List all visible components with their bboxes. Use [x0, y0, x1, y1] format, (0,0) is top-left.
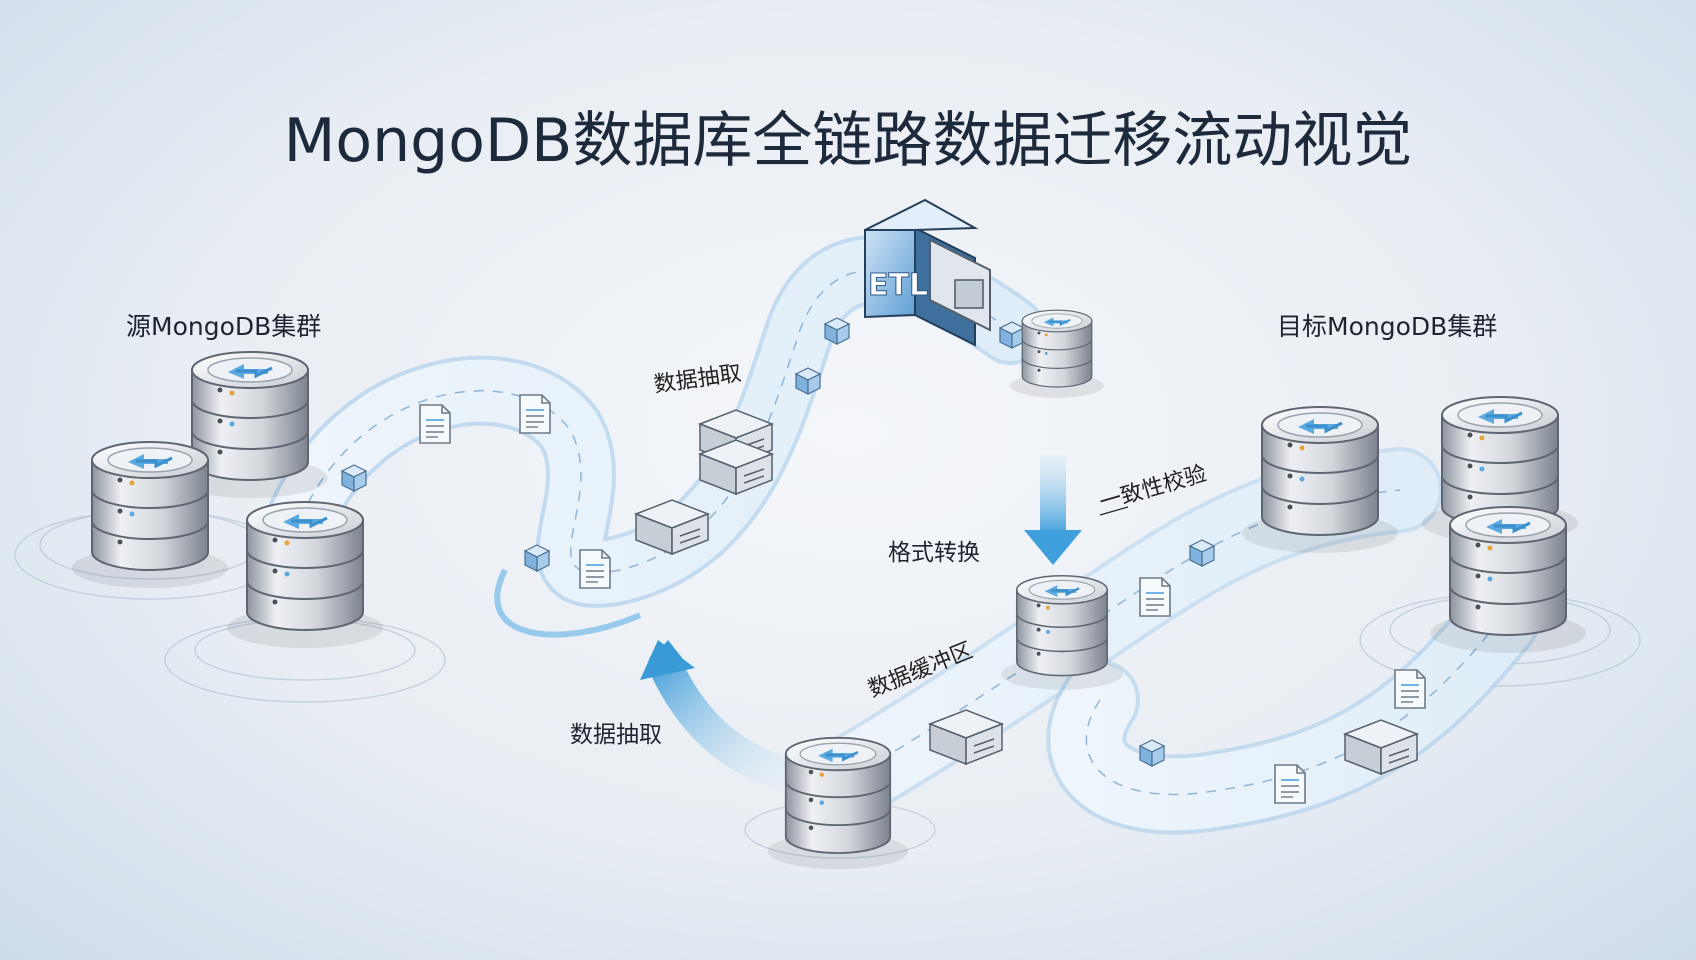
etl-label: ETL — [868, 268, 928, 303]
format-db — [999, 574, 1125, 691]
document-icon — [1139, 577, 1171, 617]
etl-server-icon: ETL — [864, 198, 991, 347]
cube-icon — [795, 367, 821, 395]
flow-band-loop — [1046, 580, 1540, 835]
database-icon — [70, 440, 230, 590]
database-icon — [1009, 309, 1105, 399]
database-icon — [1240, 405, 1400, 555]
document-icon — [419, 404, 451, 444]
curved-arrow-icon — [640, 640, 807, 792]
document-icon — [1394, 669, 1426, 709]
source-cluster-label: 源MongoDB集群 — [126, 312, 322, 341]
cube-icon — [524, 544, 550, 572]
document-icon — [519, 394, 551, 434]
page-title: MongoDB数据库全链路数据迁移流动视觉 — [283, 106, 1413, 176]
buffer-db — [766, 736, 910, 871]
database-icon — [225, 500, 385, 650]
document-icon — [579, 549, 611, 589]
stage-label-extract-bottom: 数据抽取 — [570, 722, 662, 748]
document-icon — [1274, 764, 1306, 804]
target-cluster-label: 目标MongoDB集群 — [1277, 312, 1498, 341]
stage-label-extract-top: 数据抽取 — [652, 361, 743, 398]
arrow-down-icon — [1024, 455, 1082, 565]
database-icon — [999, 574, 1125, 691]
cube-icon — [1139, 739, 1165, 767]
flow-band-upper — [265, 235, 1045, 638]
cube-icon — [1189, 539, 1215, 567]
stage-label-format: 格式转换 — [888, 540, 980, 566]
cube-icon — [999, 321, 1025, 349]
database-icon — [766, 736, 910, 871]
database-icon — [1428, 505, 1588, 655]
etl-output-db — [1009, 309, 1105, 399]
stage-label-verify: 一致性校验 — [1097, 461, 1210, 515]
cube-icon — [824, 317, 850, 345]
cube-icon — [341, 464, 367, 492]
